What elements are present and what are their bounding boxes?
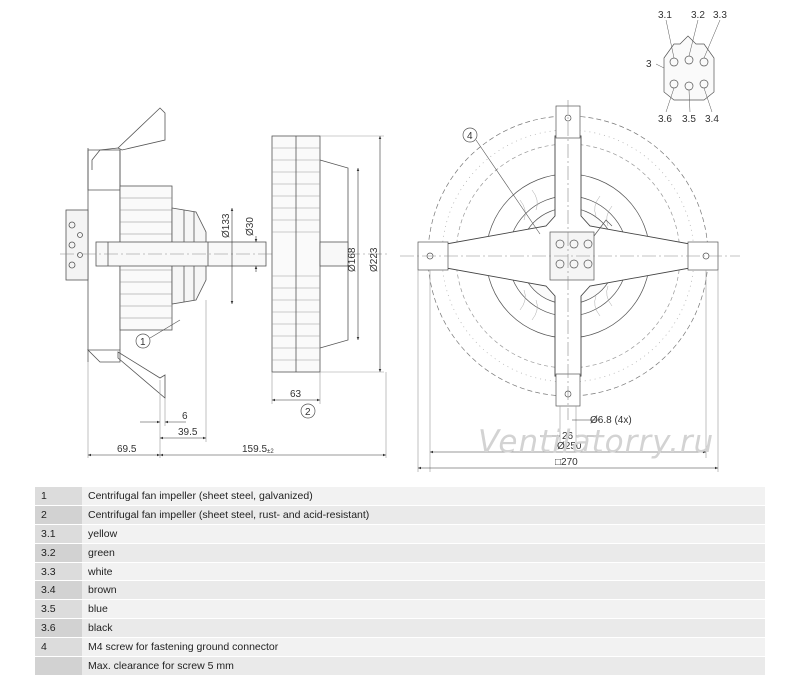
label-3-6: 3.6 <box>658 114 672 125</box>
legend-key: 3.1 <box>35 524 82 544</box>
legend-text: M4 screw for fastening ground connector <box>82 637 765 658</box>
legend-key: 1 <box>35 487 82 506</box>
legend-key: 3.2 <box>35 543 82 563</box>
side-view-motor <box>65 107 267 399</box>
dim-63: 63 <box>290 389 302 400</box>
dim-d168: Ø168 <box>347 247 358 272</box>
dim-hole: Ø6.8 (4x) <box>590 415 632 426</box>
legend-text: yellow <box>82 524 765 544</box>
legend-key: 3.6 <box>35 618 82 639</box>
technical-drawing: Ø133 Ø30 Ø168 Ø223 63 6 39.5 69.5 159.5±… <box>60 10 740 472</box>
legend-text: black <box>82 618 765 639</box>
legend-key <box>35 656 82 676</box>
label-3-1: 3.1 <box>658 10 672 21</box>
callout-4: 4 <box>462 127 541 235</box>
legend-text: Centrifugal fan impeller (sheet steel, g… <box>82 487 765 506</box>
legend-key: 3.3 <box>35 562 82 582</box>
dim-39-5: 39.5 <box>178 427 198 438</box>
legend-text: green <box>82 543 765 563</box>
dim-6: 6 <box>182 411 188 422</box>
dim-d223: Ø223 <box>369 247 380 272</box>
connector-detail <box>655 19 721 113</box>
legend-text: blue <box>82 599 765 620</box>
label-3-5: 3.5 <box>682 114 696 125</box>
svg-text:1: 1 <box>140 337 146 348</box>
dim-270: □270 <box>555 457 578 468</box>
label-3: 3 <box>646 59 652 70</box>
impeller-side-view <box>271 135 349 373</box>
watermark: Ventilatorry.ru <box>478 424 714 460</box>
dim-d133: Ø133 <box>221 213 232 238</box>
legend-text: Max. clearance for screw 5 mm <box>82 656 765 676</box>
callout-1: 1 <box>135 319 181 349</box>
dim-26: 26 <box>562 431 574 442</box>
legend-key: 3.5 <box>35 599 82 620</box>
callout-2: 2 <box>300 403 316 419</box>
label-3-4: 3.4 <box>705 114 719 125</box>
legend-key: 3.4 <box>35 580 82 601</box>
svg-text:2: 2 <box>305 407 311 418</box>
legend-row: Max. clearance for screw 5 mm <box>35 656 765 676</box>
side-dimension-lines <box>87 135 387 458</box>
legend-text: Centrifugal fan impeller (sheet steel, r… <box>82 505 765 525</box>
dim-d30: Ø30 <box>245 217 256 236</box>
legend-text: white <box>82 562 765 582</box>
dim-69-5: 69.5 <box>117 444 137 455</box>
label-3-2: 3.2 <box>691 10 705 21</box>
dim-d250: Ø250 <box>557 441 582 452</box>
legend-key: 2 <box>35 505 82 525</box>
legend-key: 4 <box>35 637 82 658</box>
legend-text: brown <box>82 580 765 601</box>
label-3-3: 3.3 <box>713 10 727 21</box>
svg-text:4: 4 <box>467 131 473 142</box>
front-dimension-lines <box>417 270 719 472</box>
dim-159-5: 159.5±2 <box>242 444 274 455</box>
